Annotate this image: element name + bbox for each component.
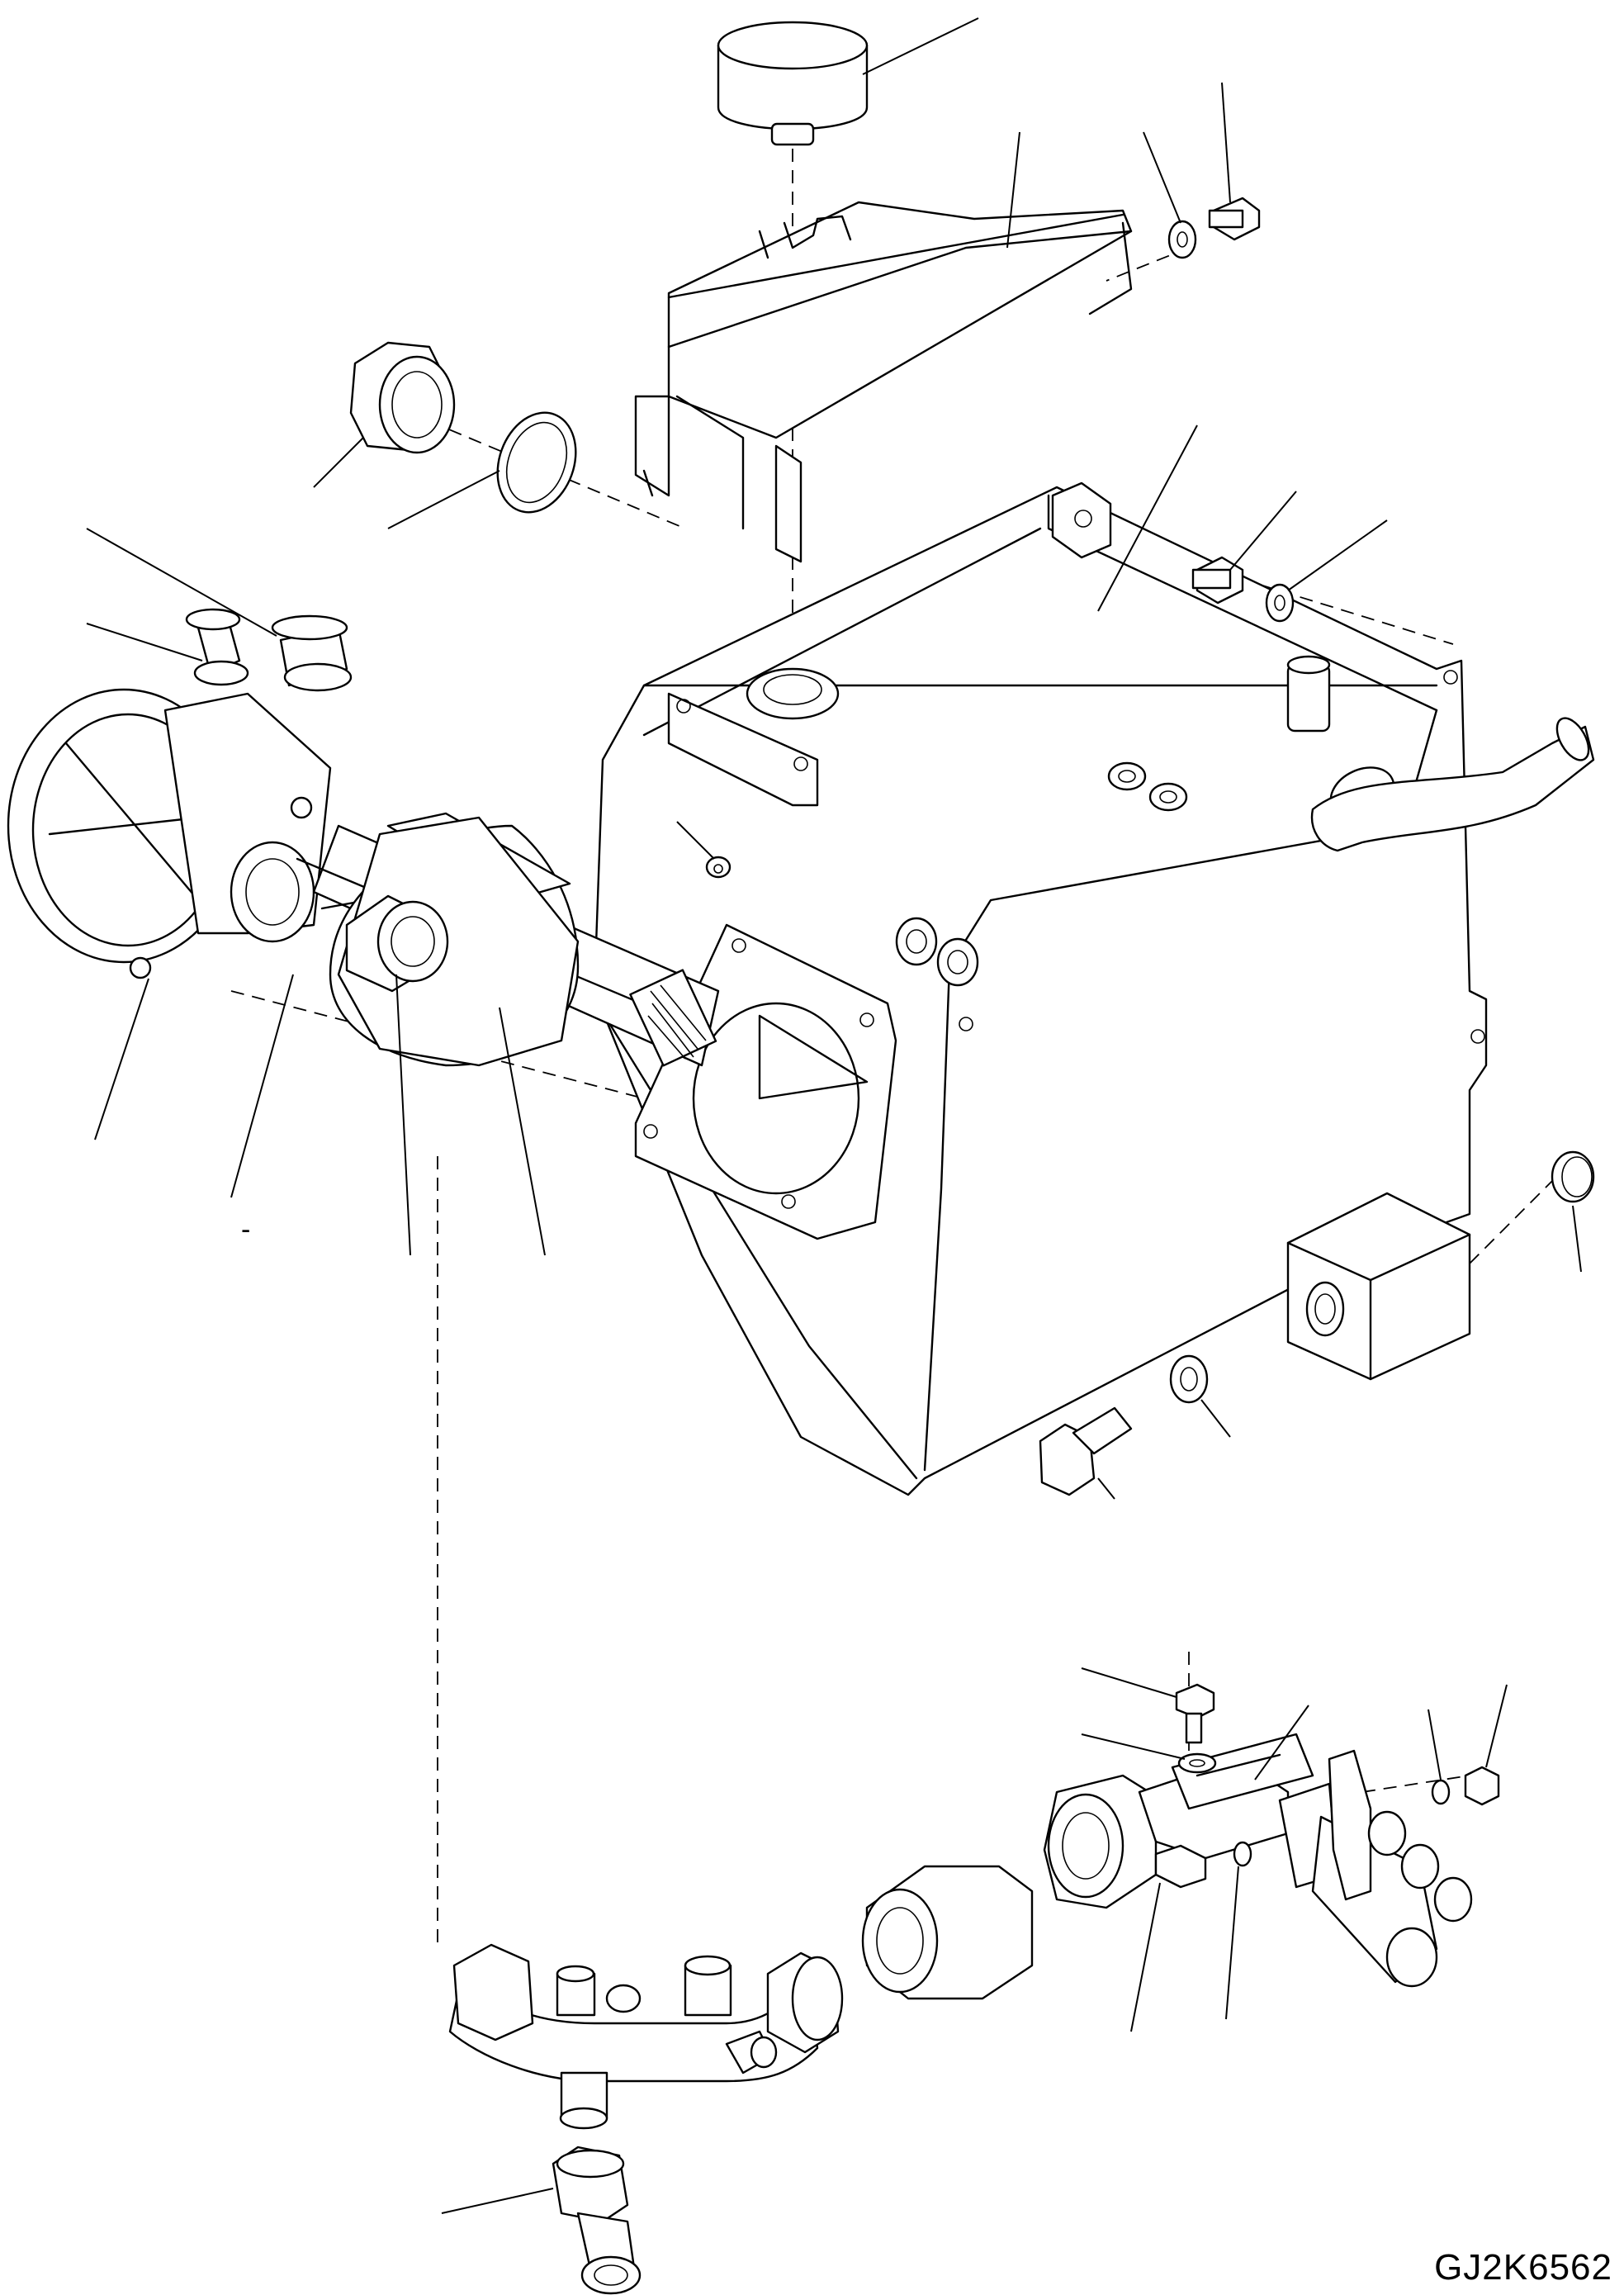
washer-top-right xyxy=(1167,220,1197,259)
union-fitting-left xyxy=(345,894,449,993)
washer-bracket-top xyxy=(1177,1752,1217,1774)
washer-bracket-lower xyxy=(1233,1841,1252,1867)
leader-lines xyxy=(86,17,1582,2214)
tee-pipe-assembly xyxy=(448,1943,844,2130)
hose-union xyxy=(861,1865,1034,2000)
tank-spacer-pin xyxy=(1286,655,1331,733)
bolt-bracket-lower xyxy=(1154,1844,1207,1889)
tank-side-ports xyxy=(895,917,979,987)
callout-mark: - xyxy=(241,1214,251,1245)
tank-port-pair xyxy=(1107,761,1188,812)
adapter-fitting-upper xyxy=(271,614,353,692)
valve-block-side xyxy=(1286,1192,1471,1381)
drawing-code: GJ2K6562 xyxy=(1434,2247,1612,2288)
elbow-fitting-upper xyxy=(185,608,249,686)
washer-lower xyxy=(1169,1354,1209,1404)
small-plug-tank xyxy=(705,856,732,879)
drain-plug-upper-left xyxy=(349,341,456,454)
tank-filler-flange xyxy=(667,667,840,807)
return-pipe xyxy=(1310,717,1595,852)
washer-bracket-right xyxy=(1431,1779,1451,1805)
washer-tank-top xyxy=(1265,583,1295,623)
bolt-bracket-top xyxy=(1175,1683,1215,1744)
bolt-top-right xyxy=(1208,197,1261,241)
manifold-pipe xyxy=(1311,1749,1473,1988)
o-ring-upper-left xyxy=(496,411,577,514)
guard-cover xyxy=(634,201,1133,563)
nut-block-top xyxy=(1051,481,1112,559)
bolt-lower xyxy=(1039,1406,1133,1496)
breather-cap xyxy=(717,21,869,146)
nut-bracket-right xyxy=(1464,1766,1500,1806)
elbow-fitting-bottom xyxy=(552,2146,642,2295)
plug-right xyxy=(1551,1150,1595,1203)
strainer-housing xyxy=(7,688,332,979)
